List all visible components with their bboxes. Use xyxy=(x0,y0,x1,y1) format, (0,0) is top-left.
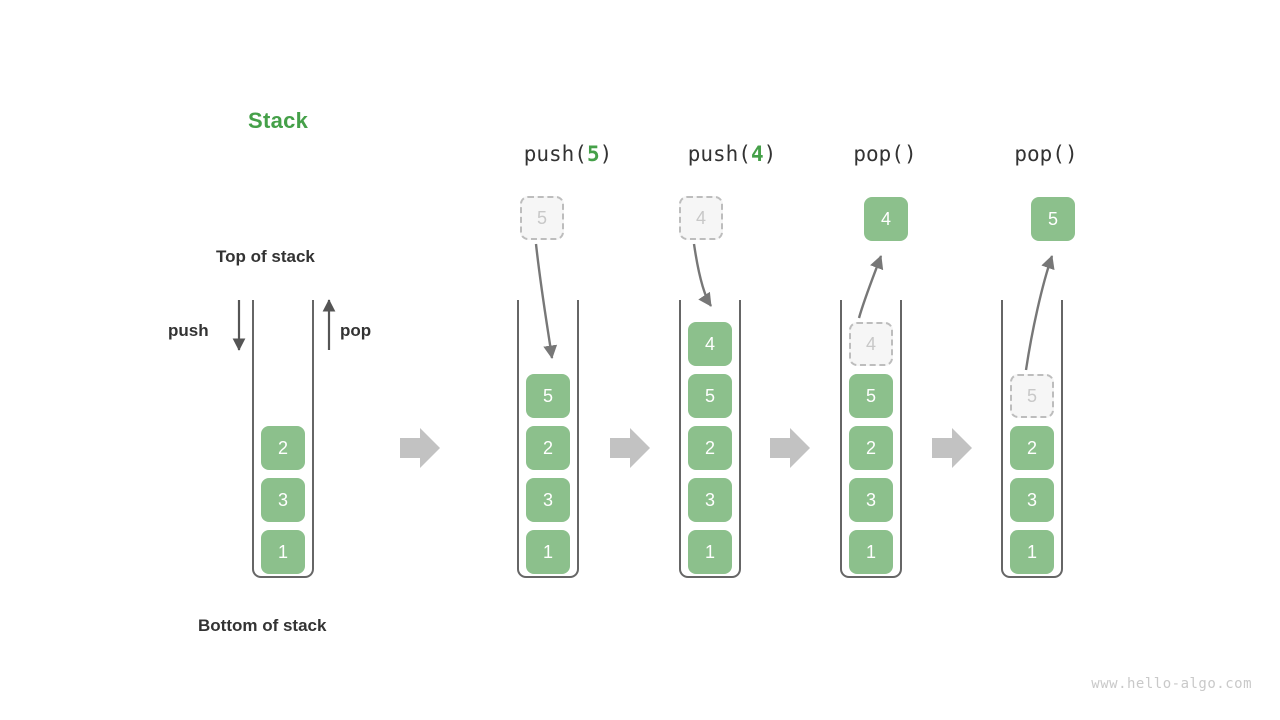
push-motion-arrow xyxy=(692,243,713,307)
op-suffix: ) xyxy=(599,142,613,166)
step-arrow-icon xyxy=(932,428,972,468)
push-label: push xyxy=(168,321,209,340)
stack-element: 1 xyxy=(1010,530,1054,574)
incoming-element: 4 xyxy=(679,196,723,240)
op-prefix: push( xyxy=(523,142,587,166)
step-arrow-icon xyxy=(770,428,810,468)
stack-element: 1 xyxy=(526,530,570,574)
stack-element: 5 xyxy=(849,374,893,418)
stack-container xyxy=(517,300,579,578)
stack-container xyxy=(252,300,314,578)
page-title: Stack xyxy=(248,108,309,133)
pop-label: pop xyxy=(340,321,372,340)
op-prefix: pop( xyxy=(853,142,904,166)
stack-element: 3 xyxy=(688,478,732,522)
stack-element-ghost: 4 xyxy=(849,322,893,366)
popped-element: 4 xyxy=(864,197,908,241)
operation-label-pop-2: pop() xyxy=(1014,142,1077,166)
stack-container xyxy=(840,300,902,578)
op-prefix: pop( xyxy=(1014,142,1065,166)
op-suffix: ) xyxy=(763,142,777,166)
popped-element: 5 xyxy=(1031,197,1075,241)
stack-element: 1 xyxy=(849,530,893,574)
operation-label-pop-1: pop() xyxy=(853,142,916,166)
stack-element: 3 xyxy=(261,478,305,522)
stack-container xyxy=(1001,300,1063,578)
top-of-stack-label: Top of stack xyxy=(216,247,315,266)
operation-label-push-5: push(5) xyxy=(524,142,613,166)
step-arrow-icon xyxy=(610,428,650,468)
stack-container xyxy=(679,300,741,578)
stack-element: 2 xyxy=(849,426,893,470)
stack-element: 1 xyxy=(688,530,732,574)
stack-element: 2 xyxy=(1010,426,1054,470)
op-argument: 4 xyxy=(750,142,764,166)
stack-element: 3 xyxy=(849,478,893,522)
incoming-element: 5 xyxy=(520,196,564,240)
stack-element: 3 xyxy=(1010,478,1054,522)
stack-element: 5 xyxy=(526,374,570,418)
stack-element-ghost: 5 xyxy=(1010,374,1054,418)
op-suffix: ) xyxy=(1064,142,1078,166)
stack-element: 1 xyxy=(261,530,305,574)
stack-element: 4 xyxy=(688,322,732,366)
stack-element: 2 xyxy=(526,426,570,470)
op-suffix: ) xyxy=(903,142,917,166)
stack-element: 3 xyxy=(526,478,570,522)
operation-label-push-4: push(4) xyxy=(688,142,777,166)
op-prefix: push( xyxy=(687,142,751,166)
stack-element: 2 xyxy=(688,426,732,470)
op-argument: 5 xyxy=(586,142,600,166)
bottom-of-stack-label: Bottom of stack xyxy=(198,616,327,635)
stack-element: 5 xyxy=(688,374,732,418)
watermark: www.hello-algo.com xyxy=(1091,676,1252,692)
step-arrow-icon xyxy=(400,428,440,468)
stack-element: 2 xyxy=(261,426,305,470)
